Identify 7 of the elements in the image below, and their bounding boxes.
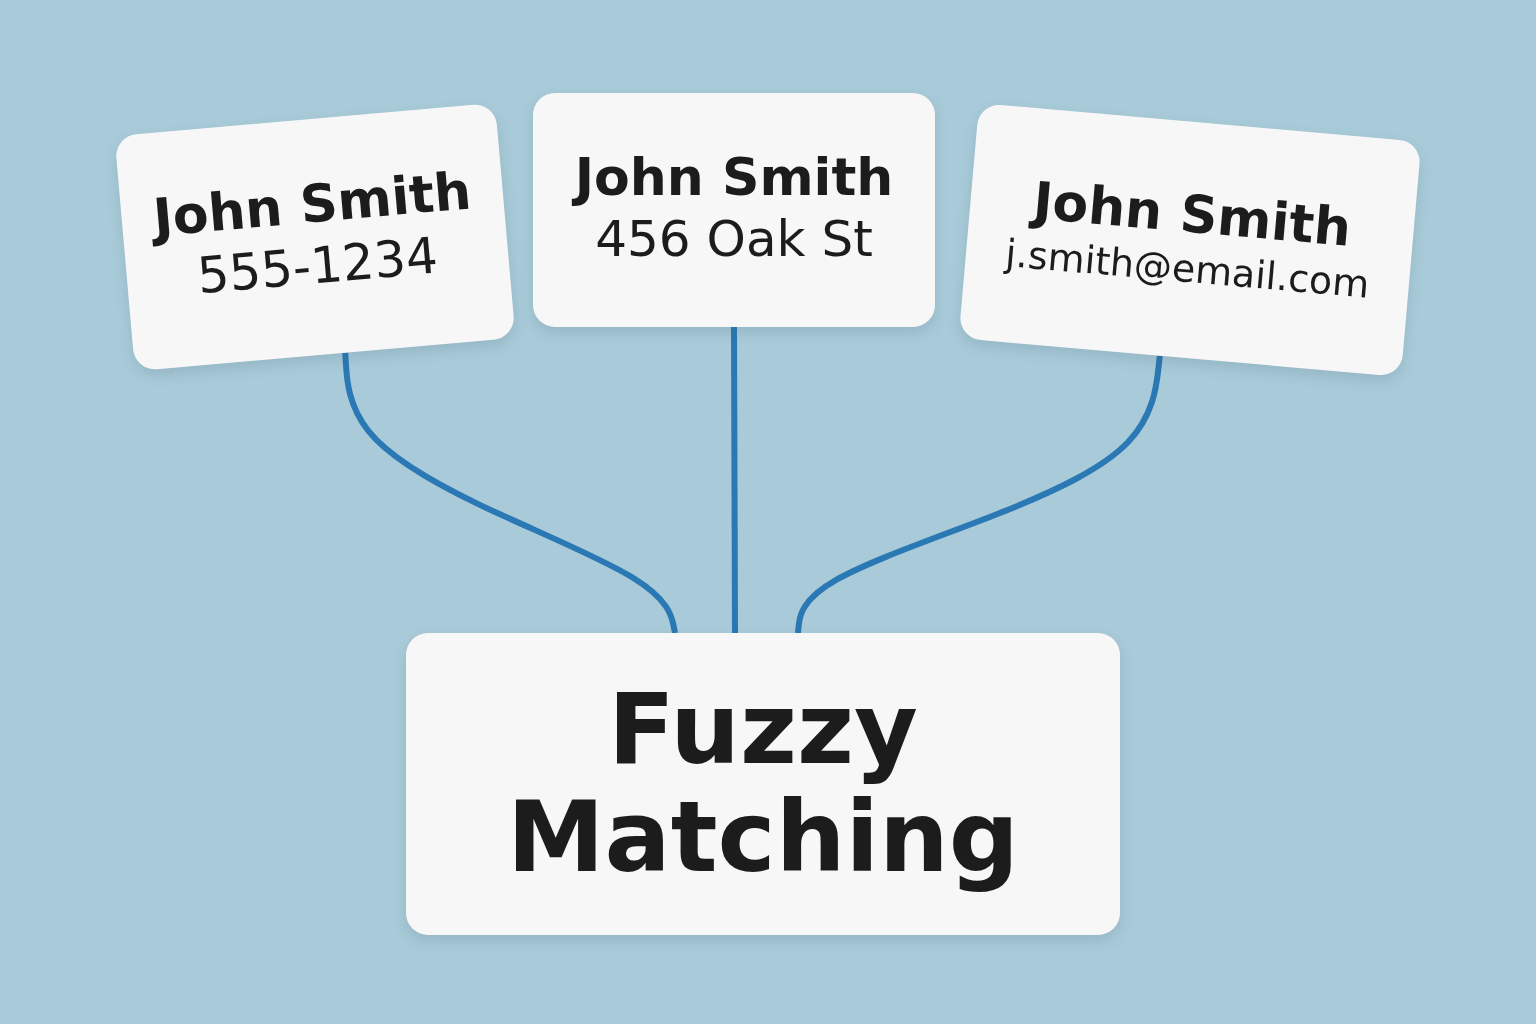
process-title: Fuzzy Matching [506,676,1020,892]
record-card [533,93,935,327]
detail-text: 456 Oak St [595,209,873,271]
connector-line [731,327,738,633]
connector-line [795,355,1163,634]
process-box [406,633,1120,935]
connector-line [342,352,678,634]
